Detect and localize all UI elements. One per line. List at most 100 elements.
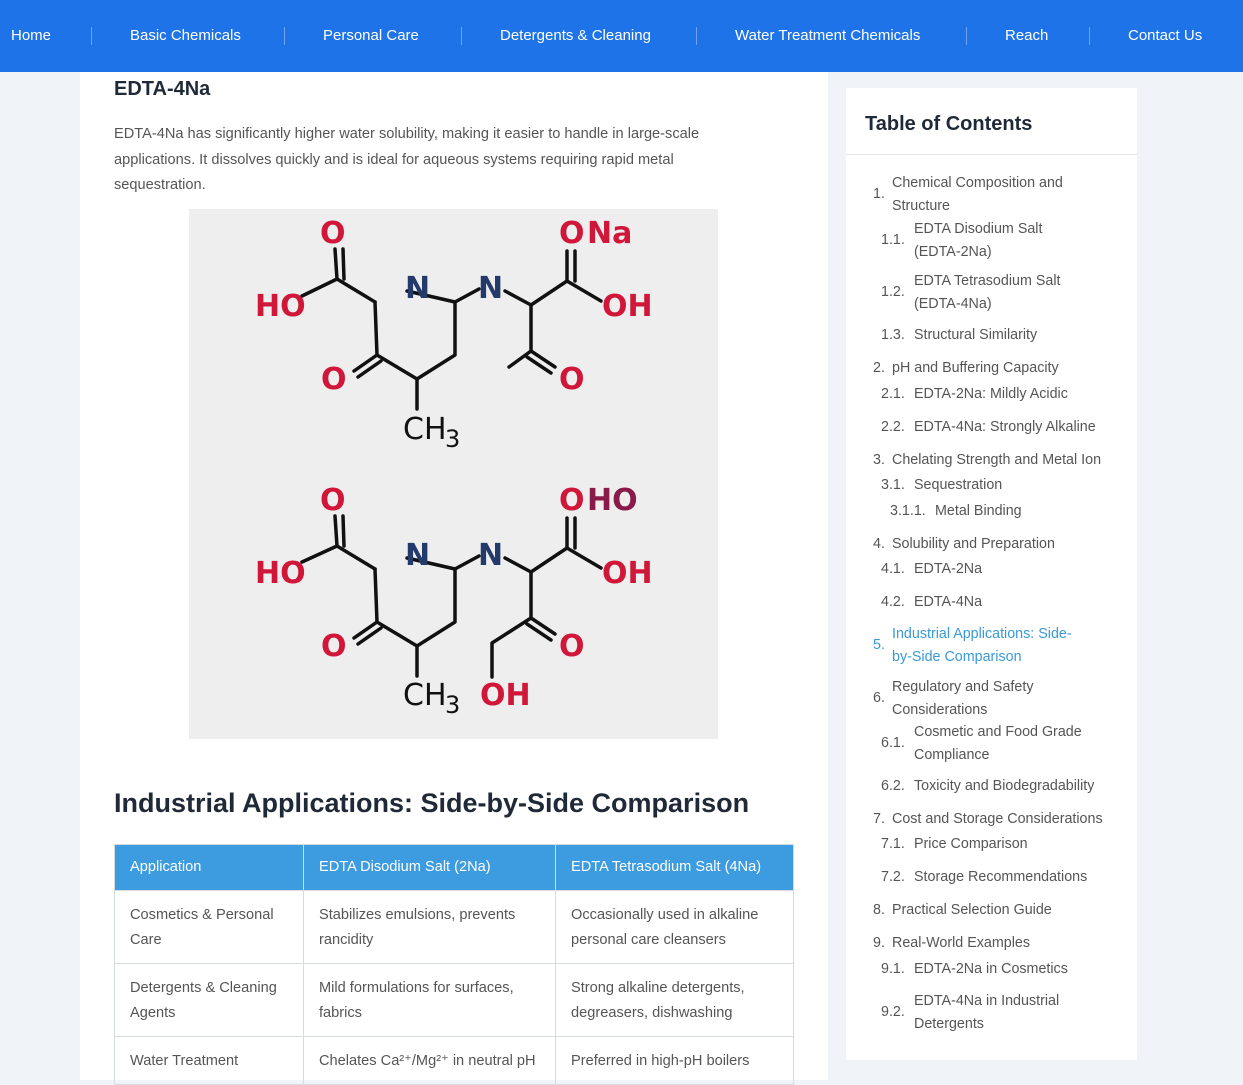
nav-divider — [1089, 27, 1090, 45]
toc-item-label: EDTA-2Na — [914, 561, 983, 577]
table-row: Water Treatment Chelates Ca²⁺/Mg²⁺ in ne… — [114, 1036, 794, 1085]
toc-item-4-2[interactable]: 4.2. EDTA-4Na — [881, 591, 1121, 614]
nav-basic-chemicals[interactable]: Basic Chemicals — [130, 27, 241, 44]
table-cell: Preferred in high-pH boilers — [555, 1036, 794, 1085]
table-header-cell: Application — [114, 844, 304, 891]
toc-item-label: Regulatory and Safety Considerations — [892, 679, 1034, 718]
toc-item-1-2[interactable]: 1.2.EDTA Tetrasodium Salt (EDTA-4Na) — [881, 270, 1071, 315]
toc-item-9-1[interactable]: 9.1.EDTA-2Na in Cosmetics — [881, 958, 1131, 981]
toc-item-label: Structural Similarity — [914, 327, 1038, 343]
toc-item-label: Storage Recommendations — [914, 869, 1088, 885]
toc-item-label: Cost and Storage Considerations — [892, 811, 1103, 827]
nav-reach[interactable]: Reach — [1005, 27, 1049, 44]
toc-item-number: 5. — [873, 637, 885, 654]
toc-item-1[interactable]: 1. Chemical Composition and Structure — [873, 172, 1073, 217]
sodium-label: Na — [587, 216, 632, 251]
toc-item-label: Practical Selection Guide — [892, 902, 1052, 918]
toc-item-number: 7. — [873, 811, 885, 827]
oxygen-label: O — [321, 362, 347, 397]
nav-divider — [284, 27, 285, 45]
toc-item-6-1[interactable]: 6.1.Cosmetic and Food Grade Compliance — [881, 721, 1091, 766]
toc-item-number: 3.1.1. — [890, 503, 926, 519]
toc-item-number: 4.2. — [881, 594, 905, 610]
toc-item-3-1-1[interactable]: 3.1.1.Metal Binding — [890, 500, 1120, 523]
top-navigation: Home Basic Chemicals Personal Care Deter… — [0, 0, 1243, 72]
toc-item-label: Price Comparison — [914, 836, 1028, 852]
table-cell: Stabilizes emulsions, prevents rancidity — [303, 890, 556, 964]
toc-item-1-1[interactable]: 1.1.EDTA Disodium Salt (EDTA-2Na) — [881, 218, 1051, 263]
table-header-cell: EDTA Disodium Salt (2Na) — [303, 844, 556, 891]
toc-item-label: Toxicity and Biodegradability — [914, 778, 1095, 794]
toc-item-label: Solubility and Preparation — [892, 536, 1055, 552]
toc-item-number: 9.2. — [881, 1004, 905, 1021]
hydroxyl-label: OH — [480, 678, 531, 713]
section-heading: Industrial Applications: Side-by-Side Co… — [114, 788, 750, 818]
nav-divider — [966, 27, 967, 45]
toc-item-number: 6. — [873, 690, 885, 707]
toc-item-6-2[interactable]: 6.2.Toxicity and Biodegradability — [881, 775, 1131, 798]
table-cell: Chelates Ca²⁺/Mg²⁺ in neutral pH — [303, 1036, 556, 1085]
toc-item-2[interactable]: 2.pH and Buffering Capacity — [873, 357, 1123, 380]
table-header-cell: EDTA Tetrasodium Salt (4Na) — [555, 844, 794, 891]
toc-item-label: EDTA-2Na: Mildly Acidic — [914, 386, 1068, 402]
nav-divider — [461, 27, 462, 45]
toc-item-9[interactable]: 9. Real-World Examples — [873, 932, 1123, 955]
toc-item-number: 1. — [873, 186, 885, 203]
article-content: EDTA-4Na EDTA-4Na has significantly high… — [80, 72, 828, 1085]
oxygen-label: O — [559, 362, 585, 397]
hydroxyl-label: HO — [255, 289, 306, 324]
chemical-structure-figure: O HO N N O Na OH O O CH 3 O HO N N O HO … — [189, 209, 718, 739]
toc-item-6[interactable]: 6. Regulatory and Safety Considerations — [873, 676, 1073, 721]
toc-item-number: 1.2. — [881, 284, 905, 301]
toc-item-label: Chelating Strength and Metal Ion — [892, 452, 1102, 468]
oxygen-label: O — [559, 483, 585, 518]
toc-item-label: Cosmetic and Food Grade Compliance — [914, 724, 1082, 763]
oxygen-label: O — [559, 216, 585, 251]
nav-personal-care[interactable]: Personal Care — [323, 27, 419, 44]
nitrogen-label: N — [478, 538, 503, 573]
toc-item-3[interactable]: 3. Chelating Strength and Metal Ion — [873, 449, 1133, 472]
nav-divider — [696, 27, 697, 45]
toc-item-1-3[interactable]: 1.3. Structural Similarity — [881, 324, 1111, 347]
toc-item-3-1[interactable]: 3.1.Sequestration — [881, 474, 1121, 497]
nitrogen-label: N — [405, 271, 430, 306]
nav-water-treatment[interactable]: Water Treatment Chemicals — [735, 27, 921, 44]
toc-item-number: 4. — [873, 536, 885, 552]
toc-item-7[interactable]: 7. Cost and Storage Considerations — [873, 808, 1133, 831]
table-cell: Occasionally used in alkaline personal c… — [555, 890, 794, 964]
hydroxyl-label: HO — [587, 483, 638, 518]
toc-item-2-2[interactable]: 2.2.EDTA-4Na: Strongly Alkaline — [881, 416, 1131, 439]
toc-item-number: 2.2. — [881, 419, 905, 435]
nav-contact-us[interactable]: Contact Us — [1128, 27, 1203, 44]
nav-detergents-cleaning[interactable]: Detergents & Cleaning — [500, 27, 651, 44]
nitrogen-label: N — [478, 271, 503, 306]
toc-item-8[interactable]: 8.Practical Selection Guide — [873, 899, 1123, 922]
toc-item-7-1[interactable]: 7.1. Price Comparison — [881, 833, 1121, 856]
toc-item-9-2[interactable]: 9.2. EDTA-4Na in Industrial Detergents — [881, 990, 1071, 1035]
toc-item-2-1[interactable]: 2.1. EDTA-2Na: Mildly Acidic — [881, 383, 1121, 406]
toc-divider — [846, 154, 1137, 155]
toc-item-label: Chemical Composition and Structure — [892, 175, 1063, 214]
toc-item-number: 3. — [873, 452, 885, 468]
hydroxyl-label: HO — [255, 556, 306, 591]
table-row: Cosmetics & Personal Care Stabilizes emu… — [114, 890, 794, 964]
toc-item-label: EDTA-4Na in Industrial Detergents — [914, 993, 1060, 1032]
toc-item-label: EDTA-4Na — [914, 594, 983, 610]
toc-item-5-active[interactable]: 5.Industrial Applications: Side-by-Side … — [873, 623, 1083, 668]
toc-item-4[interactable]: 4. Solubility and Preparation — [873, 533, 1123, 556]
toc-item-number: 1.3. — [881, 327, 905, 343]
toc-item-number: 7.1. — [881, 836, 905, 852]
table-row: Detergents & Cleaning Agents Mild formul… — [114, 963, 794, 1037]
methyl-label: CH — [403, 412, 447, 447]
toc-item-7-2[interactable]: 7.2.Storage Recommendations — [881, 866, 1131, 889]
toc-item-number: 9. — [873, 935, 885, 951]
comparison-table: Application EDTA Disodium Salt (2Na) EDT… — [114, 844, 794, 1085]
methyl-subscript: 3 — [445, 425, 460, 453]
toc-item-number: 2.1. — [881, 386, 905, 402]
article-paragraph: EDTA-4Na has significantly higher water … — [114, 126, 700, 193]
toc-item-number: 9.1. — [881, 961, 905, 977]
toc-item-label: Real-World Examples — [892, 935, 1030, 951]
toc-item-4-1[interactable]: 4.1.EDTA-2Na — [881, 558, 1121, 581]
subsection-heading: EDTA-4Na — [114, 78, 211, 100]
nav-home[interactable]: Home — [11, 27, 52, 44]
